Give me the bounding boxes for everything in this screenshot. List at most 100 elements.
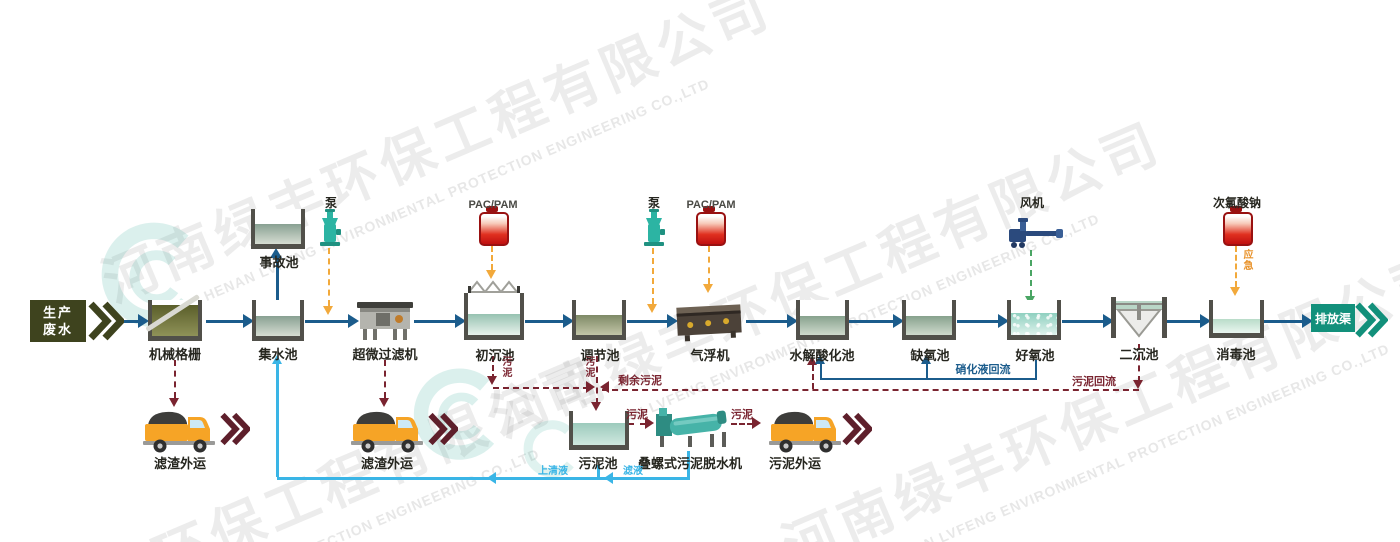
sludge-return-branch (812, 365, 814, 389)
naclo-dosing-line (1235, 246, 1237, 287)
label-excess-sludge: 剩余污泥 (618, 375, 662, 387)
tank-water (255, 224, 301, 244)
dosing-arrow-icon (486, 270, 496, 279)
main-flow-segment (746, 320, 788, 323)
dosing-arrow-icon (323, 306, 333, 315)
label-hydrolysis-tank: 水解酸化池 (789, 348, 855, 363)
chevron-right-icon (220, 412, 250, 446)
tank-water (1213, 319, 1260, 333)
main-flow-segment (627, 320, 668, 323)
label-supernatant: 上清液 (538, 466, 568, 477)
label-air-flotation: 气浮机 (690, 348, 730, 363)
label-ultrafilter: 超微过滤机 (352, 347, 418, 362)
tank-mechanical-screen (145, 294, 202, 341)
pump-dosing-line (652, 248, 654, 304)
sludge-arrow-icon (1133, 380, 1143, 389)
truck-icon (351, 411, 423, 453)
chevron-right-icon (88, 301, 124, 341)
label-primary-sedimentation: 初沉池 (475, 348, 515, 363)
air-flotation-machine-icon (676, 304, 742, 342)
tank-aerobic (1007, 300, 1061, 340)
scraper-truss-icon (468, 280, 520, 293)
tank-water (800, 316, 845, 335)
label-filtrate: 滤液 (623, 466, 643, 477)
label-sludge-out: 污泥外运 (768, 456, 822, 471)
flow-arrow-icon (787, 314, 798, 328)
discharge-label: 排放渠 (1314, 311, 1351, 326)
pac-pam-bottle-icon (479, 206, 509, 246)
label-emergency-dosing: 应急 (1241, 249, 1252, 271)
label-residue-out: 滤渣外运 (153, 456, 207, 471)
label-sludge-stream: 污泥 (500, 356, 511, 378)
main-flow-segment (120, 320, 139, 323)
chevron-right-icon (428, 412, 458, 446)
main-flow-segment (525, 320, 564, 323)
flow-arrow-icon (270, 248, 282, 258)
tank-water (906, 316, 952, 335)
screw-dewaterer-icon (656, 408, 727, 447)
tank-water (256, 315, 300, 336)
flow-arrow-icon (667, 314, 678, 328)
tank-primary-sedimentation (464, 293, 524, 340)
pacpam-dosing-line (708, 246, 710, 284)
tank-sludge (569, 411, 629, 450)
dosing-arrow-icon (703, 284, 713, 293)
label-blower: 风机 (1019, 196, 1045, 210)
tank-secondary-sedimentation (1111, 297, 1167, 338)
label-sludge-tank: 污泥池 (578, 456, 618, 471)
flow-arrow-icon (998, 314, 1009, 328)
discharge-tag: 排放渠 (1311, 304, 1355, 332)
nitrified-return-line (820, 364, 822, 379)
return-arrow-icon (604, 472, 613, 484)
watermark-en: HENAN LVFENG ENVIRONMENTAL PROTECTION EN… (881, 340, 1392, 542)
sludge-arrow-icon (752, 417, 761, 429)
residue-line (174, 360, 176, 398)
flow-arrow-icon (455, 314, 466, 328)
label-secondary-sedimentation: 二沉池 (1119, 347, 1159, 362)
nitrified-return-line (820, 378, 1037, 380)
residue-line (384, 360, 386, 398)
chevron-right-icon (1355, 302, 1388, 338)
label-pump: 泵 (647, 196, 661, 210)
dosing-arrow-icon (647, 304, 657, 313)
emergency-tank-line (276, 258, 279, 302)
flow-arrow-icon (1302, 314, 1313, 328)
tank-emergency (251, 209, 305, 249)
main-flow-segment (849, 320, 894, 323)
main-flow-segment (1167, 320, 1201, 323)
sludge-transfer-line (628, 423, 646, 425)
supernatant-return-line (277, 477, 690, 480)
sludge-arrow-icon (586, 381, 595, 393)
pac-pam-bottle-icon (696, 206, 726, 246)
label-sludge-stream: 污泥 (583, 356, 594, 378)
main-flow-segment (305, 320, 349, 323)
label-residue-out: 滤渣外运 (360, 456, 414, 471)
tank-water (1011, 313, 1057, 335)
flow-arrow-icon (893, 314, 904, 328)
source-tag: 生产废水 (30, 300, 86, 342)
label-collection-tank: 集水池 (258, 347, 298, 362)
tank-hydrolysis (796, 300, 849, 340)
label-pac-pam: PAC/PAM (468, 199, 518, 211)
nitrified-return-line (926, 364, 928, 379)
sludge-transfer-line (731, 423, 753, 425)
filtrate-line (687, 451, 690, 478)
sludge-return-line (602, 389, 1139, 391)
sludge-arrow-icon (379, 398, 389, 407)
tank-water (468, 314, 520, 335)
label-dewaterer: 叠螺式污泥脱水机 (637, 456, 743, 471)
label-mechanical-screen: 机械格栅 (148, 347, 202, 362)
main-flow-segment (957, 320, 999, 323)
tank-water (576, 315, 622, 335)
supernatant-line (597, 465, 600, 478)
main-flow-segment (206, 320, 244, 323)
naclo-bottle-icon (1223, 206, 1253, 246)
flow-arrow-icon (138, 314, 149, 328)
logo-swirl-icon (523, 420, 574, 478)
source-label: 生产废水 (42, 305, 73, 337)
label-disinfection-tank: 消毒池 (1216, 347, 1256, 362)
flow-arrow-icon (1200, 314, 1211, 328)
sludge-arrow-icon (487, 376, 497, 385)
tank-regulating (572, 300, 626, 340)
